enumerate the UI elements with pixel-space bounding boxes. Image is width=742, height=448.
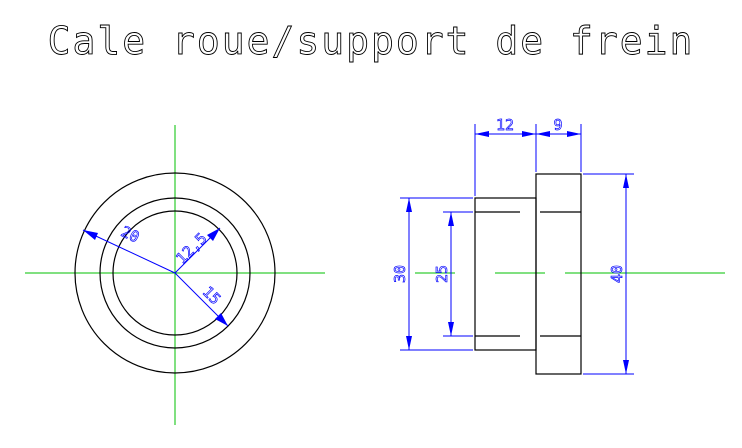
radius-15-arrow	[215, 313, 228, 326]
radius-20-arrow	[83, 230, 98, 240]
front-view: 20 12,5 15	[25, 125, 325, 425]
arrow-30-top	[406, 198, 412, 212]
flange-body	[535, 173, 582, 375]
arrow-40-bottom	[623, 360, 629, 374]
arrow-12-left	[475, 131, 489, 137]
drawing-title: Cale roue/support de frein	[48, 19, 695, 63]
radius-12-5-label: 12,5	[172, 229, 210, 267]
diameter-25-label: 25	[433, 265, 451, 283]
arrow-9-right	[567, 131, 581, 137]
side-view: 12 9 30 25 40	[391, 116, 725, 375]
radius-12-5-arrow	[207, 228, 220, 241]
arrow-25-bottom	[448, 322, 454, 336]
hub-body	[474, 197, 537, 351]
arrow-9-left	[536, 131, 550, 137]
arrow-12-right	[522, 131, 536, 137]
diameter-30-label: 30	[391, 265, 409, 283]
radius-15-label: 15	[199, 283, 225, 309]
arrow-30-bottom	[406, 336, 412, 350]
width-9-label: 9	[553, 116, 562, 134]
width-12-label: 12	[496, 116, 514, 134]
arrow-40-top	[623, 174, 629, 188]
diameter-40-label: 40	[608, 265, 626, 283]
inner-circle	[112, 210, 238, 336]
radius-20-label: 20	[118, 222, 142, 246]
arrow-25-top	[448, 212, 454, 226]
radius-20-leader	[82, 229, 176, 274]
outer-circle	[74, 172, 276, 374]
middle-circle	[99, 197, 251, 349]
